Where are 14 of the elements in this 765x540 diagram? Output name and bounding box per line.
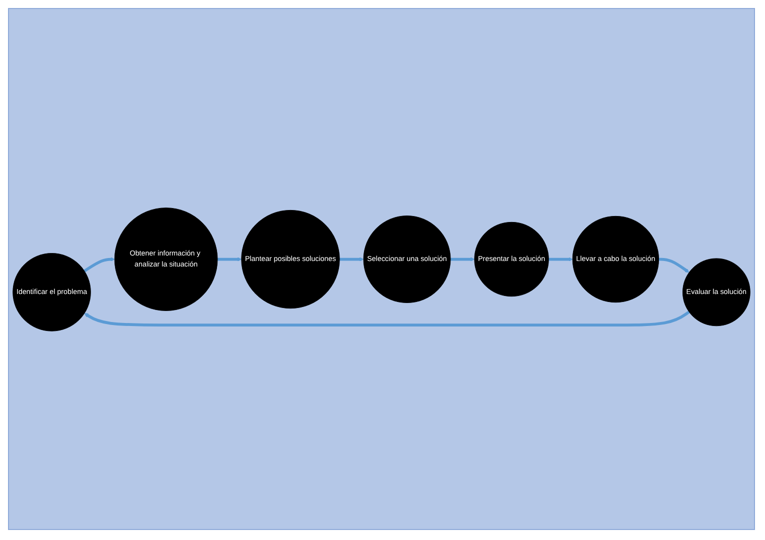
node-circle xyxy=(363,215,451,303)
arrow xyxy=(218,256,242,261)
node-circle xyxy=(572,215,659,302)
arrow xyxy=(84,310,690,326)
arrow xyxy=(658,257,690,272)
arrow xyxy=(450,256,475,261)
node-circle xyxy=(114,207,218,310)
node-circle xyxy=(474,221,549,296)
arrow xyxy=(84,256,115,272)
arrow xyxy=(340,256,364,261)
node-circle xyxy=(682,258,750,326)
node-circle xyxy=(241,210,340,308)
node-circle xyxy=(12,252,91,331)
arrow xyxy=(548,256,573,261)
